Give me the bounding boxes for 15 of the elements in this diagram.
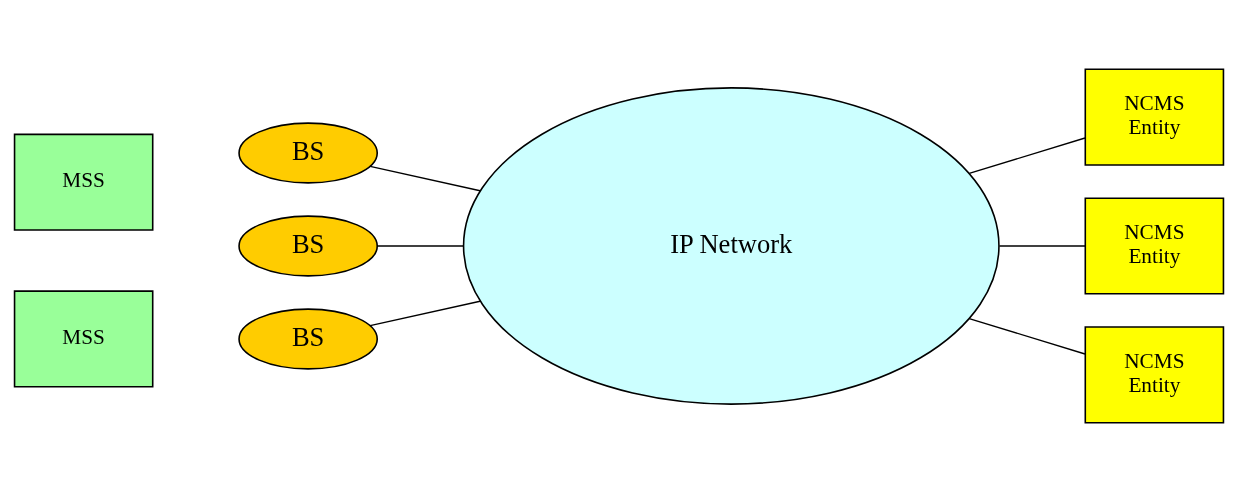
connector <box>369 300 481 326</box>
node-ellipse: IP Network <box>462 86 1000 405</box>
connector <box>998 244 1086 247</box>
node-box: MSS <box>13 289 154 388</box>
connector <box>376 244 465 247</box>
node-box: NCMS Entity <box>1084 68 1225 166</box>
node-box: NCMS Entity <box>1084 325 1225 423</box>
node-ellipse: BS <box>238 307 378 370</box>
node-box: NCMS Entity <box>1084 196 1225 295</box>
connector <box>968 136 1086 174</box>
node-ellipse: BS <box>238 214 378 277</box>
node-ellipse: BS <box>238 121 378 184</box>
connector <box>369 165 481 191</box>
connector <box>968 317 1086 355</box>
node-box: MSS <box>13 133 154 231</box>
